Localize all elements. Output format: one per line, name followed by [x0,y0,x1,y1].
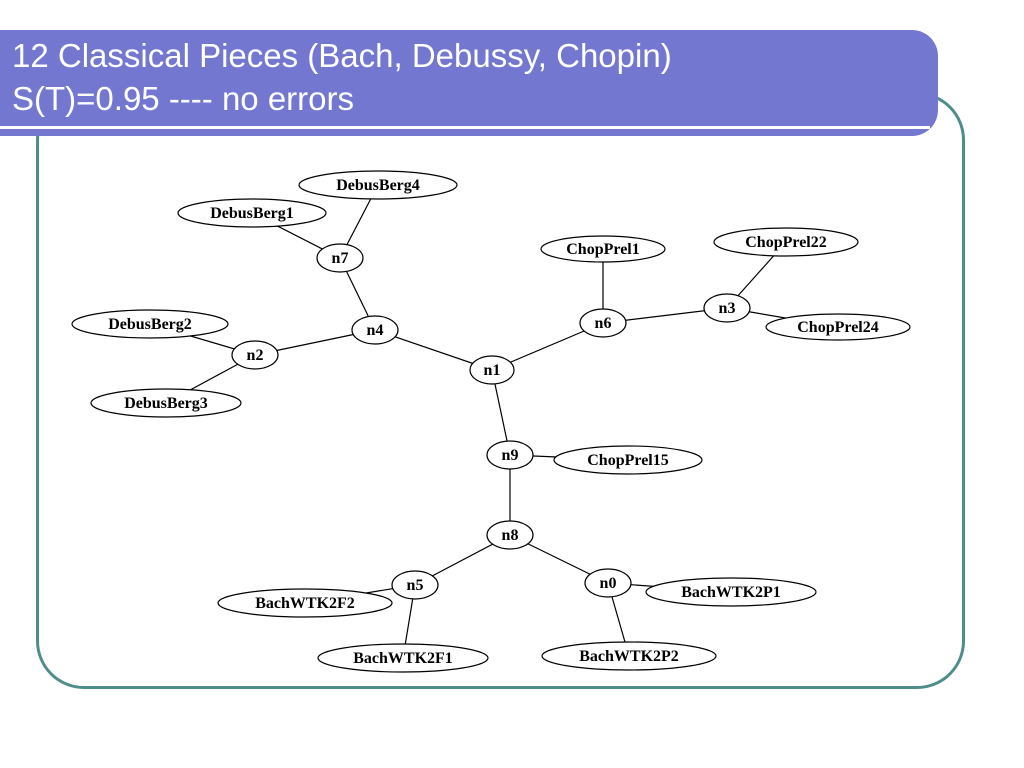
leaf-node-ellipse [765,313,911,341]
leaf-node-ellipse [645,577,817,607]
node-label-BachWTK2P1: BachWTK2P1 [681,584,781,601]
tree-node-n8: n8 [486,520,534,550]
tree-node-BachWTK2F1: BachWTK2F1 [317,643,489,673]
tree-node-BachWTK2F2: BachWTK2F2 [217,588,393,618]
node-label-DebusBerg2: DebusBerg2 [108,316,192,333]
tree-node-DebusBerg2: DebusBerg2 [71,309,229,339]
node-label-BachWTK2P2: BachWTK2P2 [579,648,679,665]
tree-node-ChopPrel1: ChopPrel1 [540,235,666,263]
leaf-node-ellipse [217,588,393,618]
internal-node-ellipse [584,568,632,598]
tree-node-n5: n5 [391,570,439,600]
internal-node-ellipse [391,570,439,600]
leaf-node-ellipse [298,170,458,200]
internal-node-ellipse [486,520,534,550]
node-label-n1: n1 [484,362,501,379]
tree-node-n2: n2 [231,340,279,370]
node-label-n0: n0 [600,575,617,592]
node-label-n5: n5 [407,577,424,594]
tree-node-BachWTK2P1: BachWTK2P1 [645,577,817,607]
leaf-node-ellipse [713,227,859,257]
tree-node-n1: n1 [469,355,515,385]
slide-title-banner: 12 Classical Pieces (Bach, Debussy, Chop… [0,30,938,136]
node-label-DebusBerg1: DebusBerg1 [210,205,294,222]
node-label-ChopPrel22: ChopPrel22 [745,234,826,251]
banner-underline [0,126,930,129]
internal-node-ellipse [579,308,627,338]
internal-node-ellipse [351,315,399,345]
leaf-node-ellipse [553,445,703,475]
tree-node-n7: n7 [316,243,364,273]
internal-node-ellipse [486,440,534,470]
node-label-ChopPrel15: ChopPrel15 [587,452,668,469]
tree-node-n6: n6 [579,308,627,338]
node-label-n4: n4 [367,322,384,339]
internal-node-ellipse [703,293,751,323]
slide-title-line1: 12 Classical Pieces (Bach, Debussy, Chop… [12,37,672,74]
internal-node-ellipse [231,340,279,370]
tree-node-n0: n0 [584,568,632,598]
node-label-n6: n6 [595,315,612,332]
node-label-n2: n2 [247,347,264,364]
tree-node-ChopPrel22: ChopPrel22 [713,227,859,257]
leaf-node-ellipse [71,309,229,339]
tree-node-DebusBerg3: DebusBerg3 [90,388,242,418]
tree-node-n3: n3 [703,293,751,323]
node-label-ChopPrel1: ChopPrel1 [566,241,639,258]
node-label-n7: n7 [332,250,349,267]
leaf-node-ellipse [540,235,666,263]
tree-node-ChopPrel15: ChopPrel15 [553,445,703,475]
internal-node-ellipse [469,355,515,385]
node-label-n3: n3 [719,300,736,317]
node-label-n9: n9 [502,447,519,464]
tree-node-DebusBerg4: DebusBerg4 [298,170,458,200]
tree-node-n4: n4 [351,315,399,345]
leaf-node-ellipse [90,388,242,418]
leaf-node-ellipse [317,643,489,673]
node-label-n8: n8 [502,527,519,544]
slide-title-line2: S(T)=0.95 ---- no errors [12,80,354,117]
node-label-BachWTK2F1: BachWTK2F1 [353,650,453,667]
tree-node-DebusBerg1: DebusBerg1 [177,198,327,228]
node-label-BachWTK2F2: BachWTK2F2 [255,595,355,612]
tree-node-n9: n9 [486,440,534,470]
tree-node-ChopPrel24: ChopPrel24 [765,313,911,341]
leaf-node-ellipse [541,641,717,671]
tree-node-BachWTK2P2: BachWTK2P2 [541,641,717,671]
internal-node-ellipse [316,243,364,273]
leaf-node-ellipse [177,198,327,228]
node-label-ChopPrel24: ChopPrel24 [797,319,878,336]
node-label-DebusBerg3: DebusBerg3 [124,395,208,412]
node-label-DebusBerg4: DebusBerg4 [336,177,420,194]
